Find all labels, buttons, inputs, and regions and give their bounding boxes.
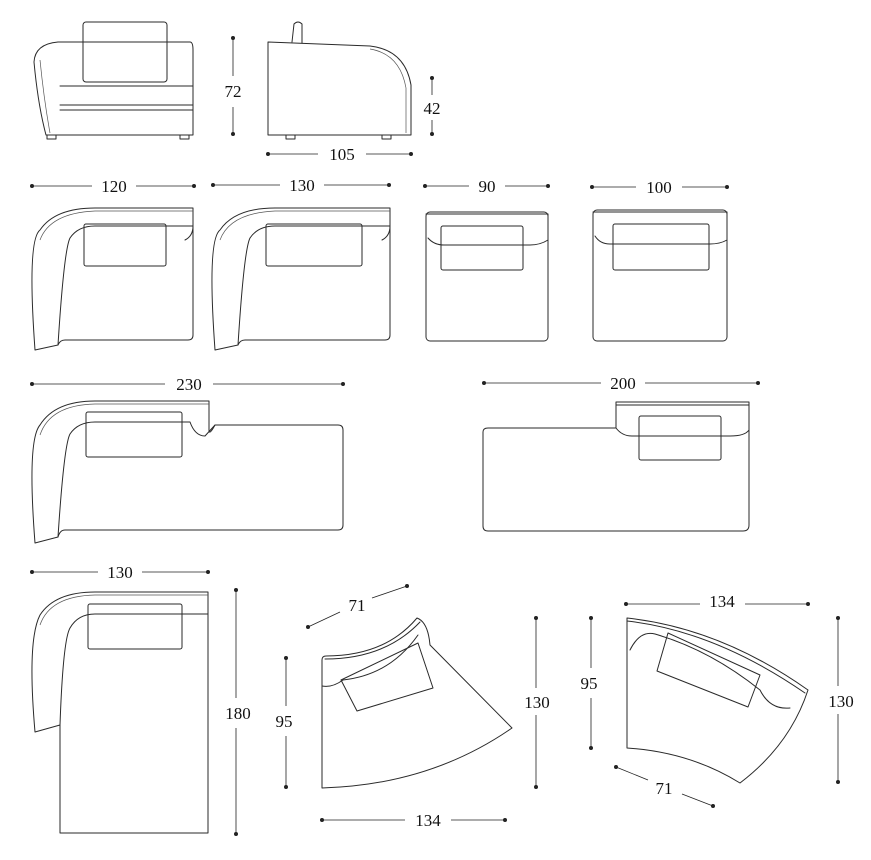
label-71-left: 71	[349, 596, 366, 615]
dimension-labels: 72 42 105 120 130 90 100 230 200 130 180…	[101, 82, 854, 830]
armchair-side-elevation	[267, 21, 412, 140]
label-130-left: 130	[524, 693, 550, 712]
label-130-chaise: 130	[107, 563, 133, 582]
module-corner-230-plan	[31, 400, 344, 544]
label-71-right: 71	[656, 779, 673, 798]
module-chaise-200-plan	[482, 401, 750, 532]
module-corner-120-plan	[31, 207, 194, 351]
module-chaise-longue-130x180-plan	[31, 591, 209, 834]
label-180: 180	[225, 704, 251, 723]
label-72: 72	[225, 82, 242, 101]
module-curved-left-plan	[321, 617, 513, 789]
module-armless-90-plan	[425, 211, 549, 342]
label-230: 230	[176, 375, 202, 394]
label-130-top: 130	[289, 176, 315, 195]
label-100: 100	[646, 178, 672, 197]
label-95-right: 95	[581, 674, 598, 693]
label-120: 120	[101, 177, 127, 196]
module-armless-100-plan	[592, 209, 728, 342]
module-corner-130-plan	[211, 207, 391, 351]
label-130-right: 130	[828, 692, 854, 711]
label-95-left: 95	[276, 712, 293, 731]
label-105: 105	[329, 145, 355, 164]
label-134-left: 134	[415, 811, 441, 830]
module-curved-right-plan	[626, 617, 809, 784]
label-42: 42	[424, 99, 441, 118]
label-200: 200	[610, 374, 636, 393]
label-90: 90	[479, 177, 496, 196]
dimension-lines	[30, 36, 840, 836]
label-134-right: 134	[709, 592, 735, 611]
armchair-front-elevation	[33, 21, 194, 140]
